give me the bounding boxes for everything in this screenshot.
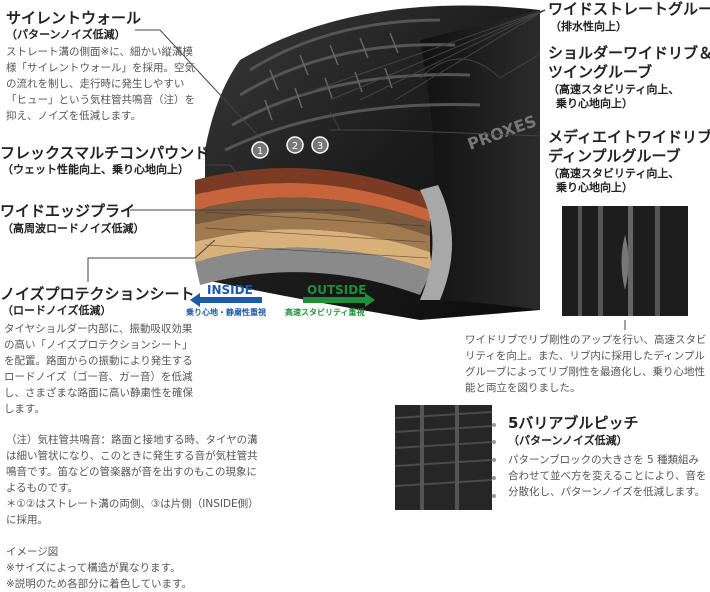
note-resonance-line1: （注）気柱管共鳴音：路面と接地する時、タイヤの溝は細い管状になり、このときに発生… [6, 434, 258, 494]
svg-text:2: 2 [292, 141, 298, 152]
marker-2: 2 [286, 136, 304, 154]
groove-detail-image [562, 206, 688, 316]
shoulder-rib-sub-1: （高速スタビリティ向上、 [548, 83, 680, 96]
flex-multi-title: フレックスマルチコンパウンド [0, 144, 210, 162]
silent-wall-sub: （パターンノイズ低減） [6, 28, 126, 41]
variable-pitch-title: 5バリアブルピッチ [508, 414, 639, 432]
wide-straight-title: ワイドストレートグルーブ [548, 0, 710, 18]
shoulder-rib-sub-2: 乗り心地向上） [556, 97, 633, 110]
silent-wall-desc: ストレート溝の側面※に、細かい縦溝模様「サイレントウォール」を採用。空気の流れを… [6, 46, 195, 122]
noise-sheet-desc: タイヤショルダー内部に、振動吸収効果の高い「ノイズプロテクションシート」を配置。… [4, 323, 193, 415]
svg-text:3: 3 [317, 141, 323, 152]
flex-multi-sub: （ウェット性能向上、乗り心地向上） [2, 163, 189, 176]
medi-rib-title-2: ディンプルグルーブ [548, 147, 681, 165]
outside-arrow [303, 293, 375, 307]
outside-label: OUTSIDE [307, 283, 367, 297]
inside-label: INSIDE [207, 283, 253, 297]
tire-cross-section [195, 168, 453, 300]
medi-rib-sub-2: 乗り心地向上） [556, 181, 633, 194]
medi-rib-title-1: メディエイトワイドリブ＆ [548, 128, 710, 146]
medi-rib-desc: ワイドリブでリブ剛性のアップを行い、高速スタビリティを向上。また、リブ内に採用し… [465, 334, 707, 394]
wide-straight-sub: （排水性向上） [550, 20, 627, 33]
note-resonance-line2: ＊①②はストレート溝の両側、③は片側（INSIDE側）に採用。 [6, 498, 259, 526]
shoulder-rib-title-2: ツイングルーブ [548, 63, 653, 81]
variable-pitch-image [394, 405, 496, 510]
noise-sheet-title: ノイズプロテクションシート [0, 285, 195, 303]
medi-rib-sub-1: （高速スタビリティ向上、 [548, 167, 680, 180]
shoulder-rib-title-1: ショルダーワイドリブ＆ [548, 44, 710, 62]
inside-arrow [190, 293, 262, 307]
marker-3: 3 [311, 136, 329, 154]
variable-pitch-desc: パターンブロックの大きさを 5 種類組み合わせて並べ方を変えることにより、音を分… [508, 454, 707, 498]
outside-sub: 高速スタビリティ重視 [285, 308, 365, 317]
wide-edge-sub: （高周波ロードノイズ低減） [2, 222, 145, 235]
marker-1: 1 [251, 141, 269, 159]
svg-text:1: 1 [257, 146, 263, 157]
noise-sheet-sub: （ロードノイズ低減） [2, 304, 112, 317]
variable-pitch-sub: （パターンノイズ低減） [508, 434, 628, 447]
wide-edge-title: ワイドエッジプライ [0, 202, 136, 220]
silent-wall-title: サイレントウォール [6, 9, 142, 27]
note-image-line1: イメージ図 [6, 546, 59, 558]
note-image-line3: ※説明のため各部分に着色しています。 [6, 578, 192, 590]
note-image-line2: ※サイズによって構造が異なります。 [6, 562, 181, 574]
note-resonance: （注）気柱管共鳴音：路面と接地する時、タイヤの溝は細い管状になり、このときに発生… [6, 432, 260, 528]
inside-sub: 乗り心地・静粛性重視 [186, 308, 266, 317]
